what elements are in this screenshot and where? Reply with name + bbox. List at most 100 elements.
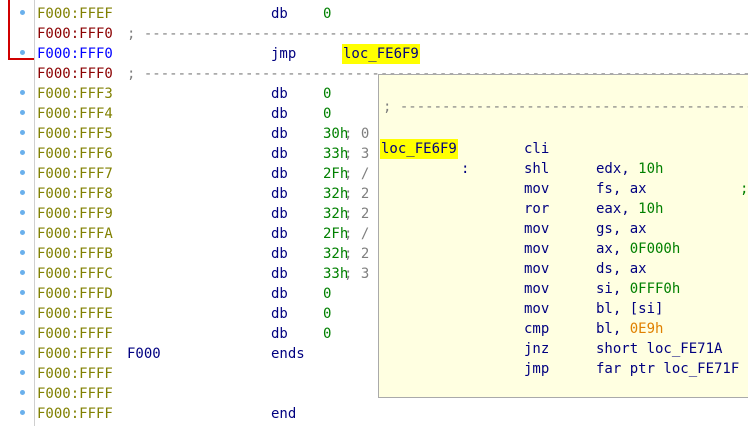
popup-operand-text: gs, ax (596, 221, 647, 237)
jump-arrow-vertical (8, 0, 10, 60)
popup-operands: si, 0FFF0h (596, 279, 680, 299)
row-address: F000:FFFD (37, 286, 113, 302)
breakpoint-dot-icon[interactable] (20, 50, 25, 55)
row-mnemonic: db (271, 266, 288, 282)
row-address: F000:FFF6 (37, 146, 113, 162)
popup-operand-text: fs, ax (596, 181, 647, 197)
breakpoint-dot-icon[interactable] (20, 210, 25, 215)
breakpoint-dot-icon[interactable] (20, 170, 25, 175)
row-comment: ; / (344, 166, 370, 182)
breakpoint-dot-icon[interactable] (20, 390, 25, 395)
row-mnemonic: db (271, 6, 288, 22)
row-comment: ; 2 (344, 186, 370, 202)
row-mnemonic: db (271, 126, 288, 142)
jump-arrow-horizontal (8, 58, 34, 60)
row-address: F000:FFFF (37, 326, 113, 342)
popup-mnemonic: cli (524, 141, 550, 157)
row-address: F000:FFFF (37, 386, 113, 402)
breakpoint-dot-icon[interactable] (20, 350, 25, 355)
jump-target-label[interactable]: loc_FE6F9 (342, 44, 420, 64)
breakpoint-dot-icon[interactable] (20, 190, 25, 195)
popup-operands: ds, ax (596, 259, 647, 279)
row-operand: 0 (323, 86, 332, 102)
row-mnemonic: end (271, 406, 297, 422)
listing-row[interactable]: F000:FFFF (0, 364, 748, 384)
breakpoint-dot-icon[interactable] (20, 290, 25, 295)
row-address: F000:FFEF (37, 6, 113, 22)
popup-operands: fs, ax (596, 179, 647, 199)
popup-operand-text: short loc_FE71A (596, 341, 723, 357)
popup-operands: ax, 0F000h (596, 239, 680, 259)
breakpoint-dot-icon[interactable] (20, 370, 25, 375)
breakpoint-dot-icon[interactable] (20, 90, 25, 95)
breakpoint-dot-icon[interactable] (20, 310, 25, 315)
row-operand: 32h (323, 206, 349, 222)
row-comment: ; 3 (344, 266, 370, 282)
popup-operand-text: eax, (596, 201, 639, 217)
separator-line: ; --------------------------------------… (127, 26, 748, 42)
row-address: F000:FFFA (37, 226, 113, 242)
popup-label-comment: ; (740, 181, 748, 197)
popup-operand-text: edx, (596, 161, 639, 177)
popup-instruction-row: jnz short loc_FE71A (379, 339, 748, 359)
breakpoint-dot-icon[interactable] (20, 330, 25, 335)
row-address: F000:FFF0 (37, 66, 113, 82)
row-mnemonic: db (271, 206, 288, 222)
breakpoint-dot-icon[interactable] (20, 150, 25, 155)
popup-operands: far ptr loc_FE71F (596, 359, 739, 379)
row-address: F000:FFF0 (37, 46, 113, 62)
popup-operand-number: 0E9h (629, 321, 664, 337)
popup-mnemonic: jnz (524, 341, 550, 357)
row-address: F000:FFF5 (37, 126, 113, 142)
popup-operands: bl, [si] (596, 299, 663, 319)
breakpoint-dot-icon[interactable] (20, 230, 25, 235)
popup-operands: bl, 0E9h (596, 319, 663, 339)
breakpoint-dot-icon[interactable] (20, 410, 25, 415)
popup-label[interactable]: loc_FE6F9 (380, 139, 458, 159)
row-mnemonic: db (271, 186, 288, 202)
row-operand: 2Fh (323, 226, 349, 242)
popup-operands: eax, 10h (596, 199, 663, 219)
row-address: F000:FFFB (37, 246, 113, 262)
popup-label-row: loc_FE6F9 : ; (379, 119, 748, 197)
breakpoint-dot-icon[interactable] (20, 10, 25, 15)
breakpoint-dot-icon[interactable] (20, 110, 25, 115)
segment-name: F000 (127, 346, 161, 362)
listing-row[interactable]: F000:FFF0; -----------------------------… (0, 24, 748, 44)
breakpoint-dot-icon[interactable] (20, 130, 25, 135)
row-comment: ; 0 (344, 126, 370, 142)
popup-label-colon: : (461, 161, 470, 177)
breakpoint-dot-icon[interactable] (20, 250, 25, 255)
row-operand: 0 (323, 286, 332, 302)
popup-mnemonic: mov (524, 241, 550, 257)
row-address: F000:FFFE (37, 306, 113, 322)
row-operand: 33h (323, 266, 349, 282)
row-operand: 0 (323, 306, 332, 322)
breakpoint-dot-icon[interactable] (20, 270, 25, 275)
gutter-divider (34, 0, 35, 426)
row-mnemonic: db (271, 146, 288, 162)
listing-row[interactable]: F000:FFFF (0, 384, 748, 404)
